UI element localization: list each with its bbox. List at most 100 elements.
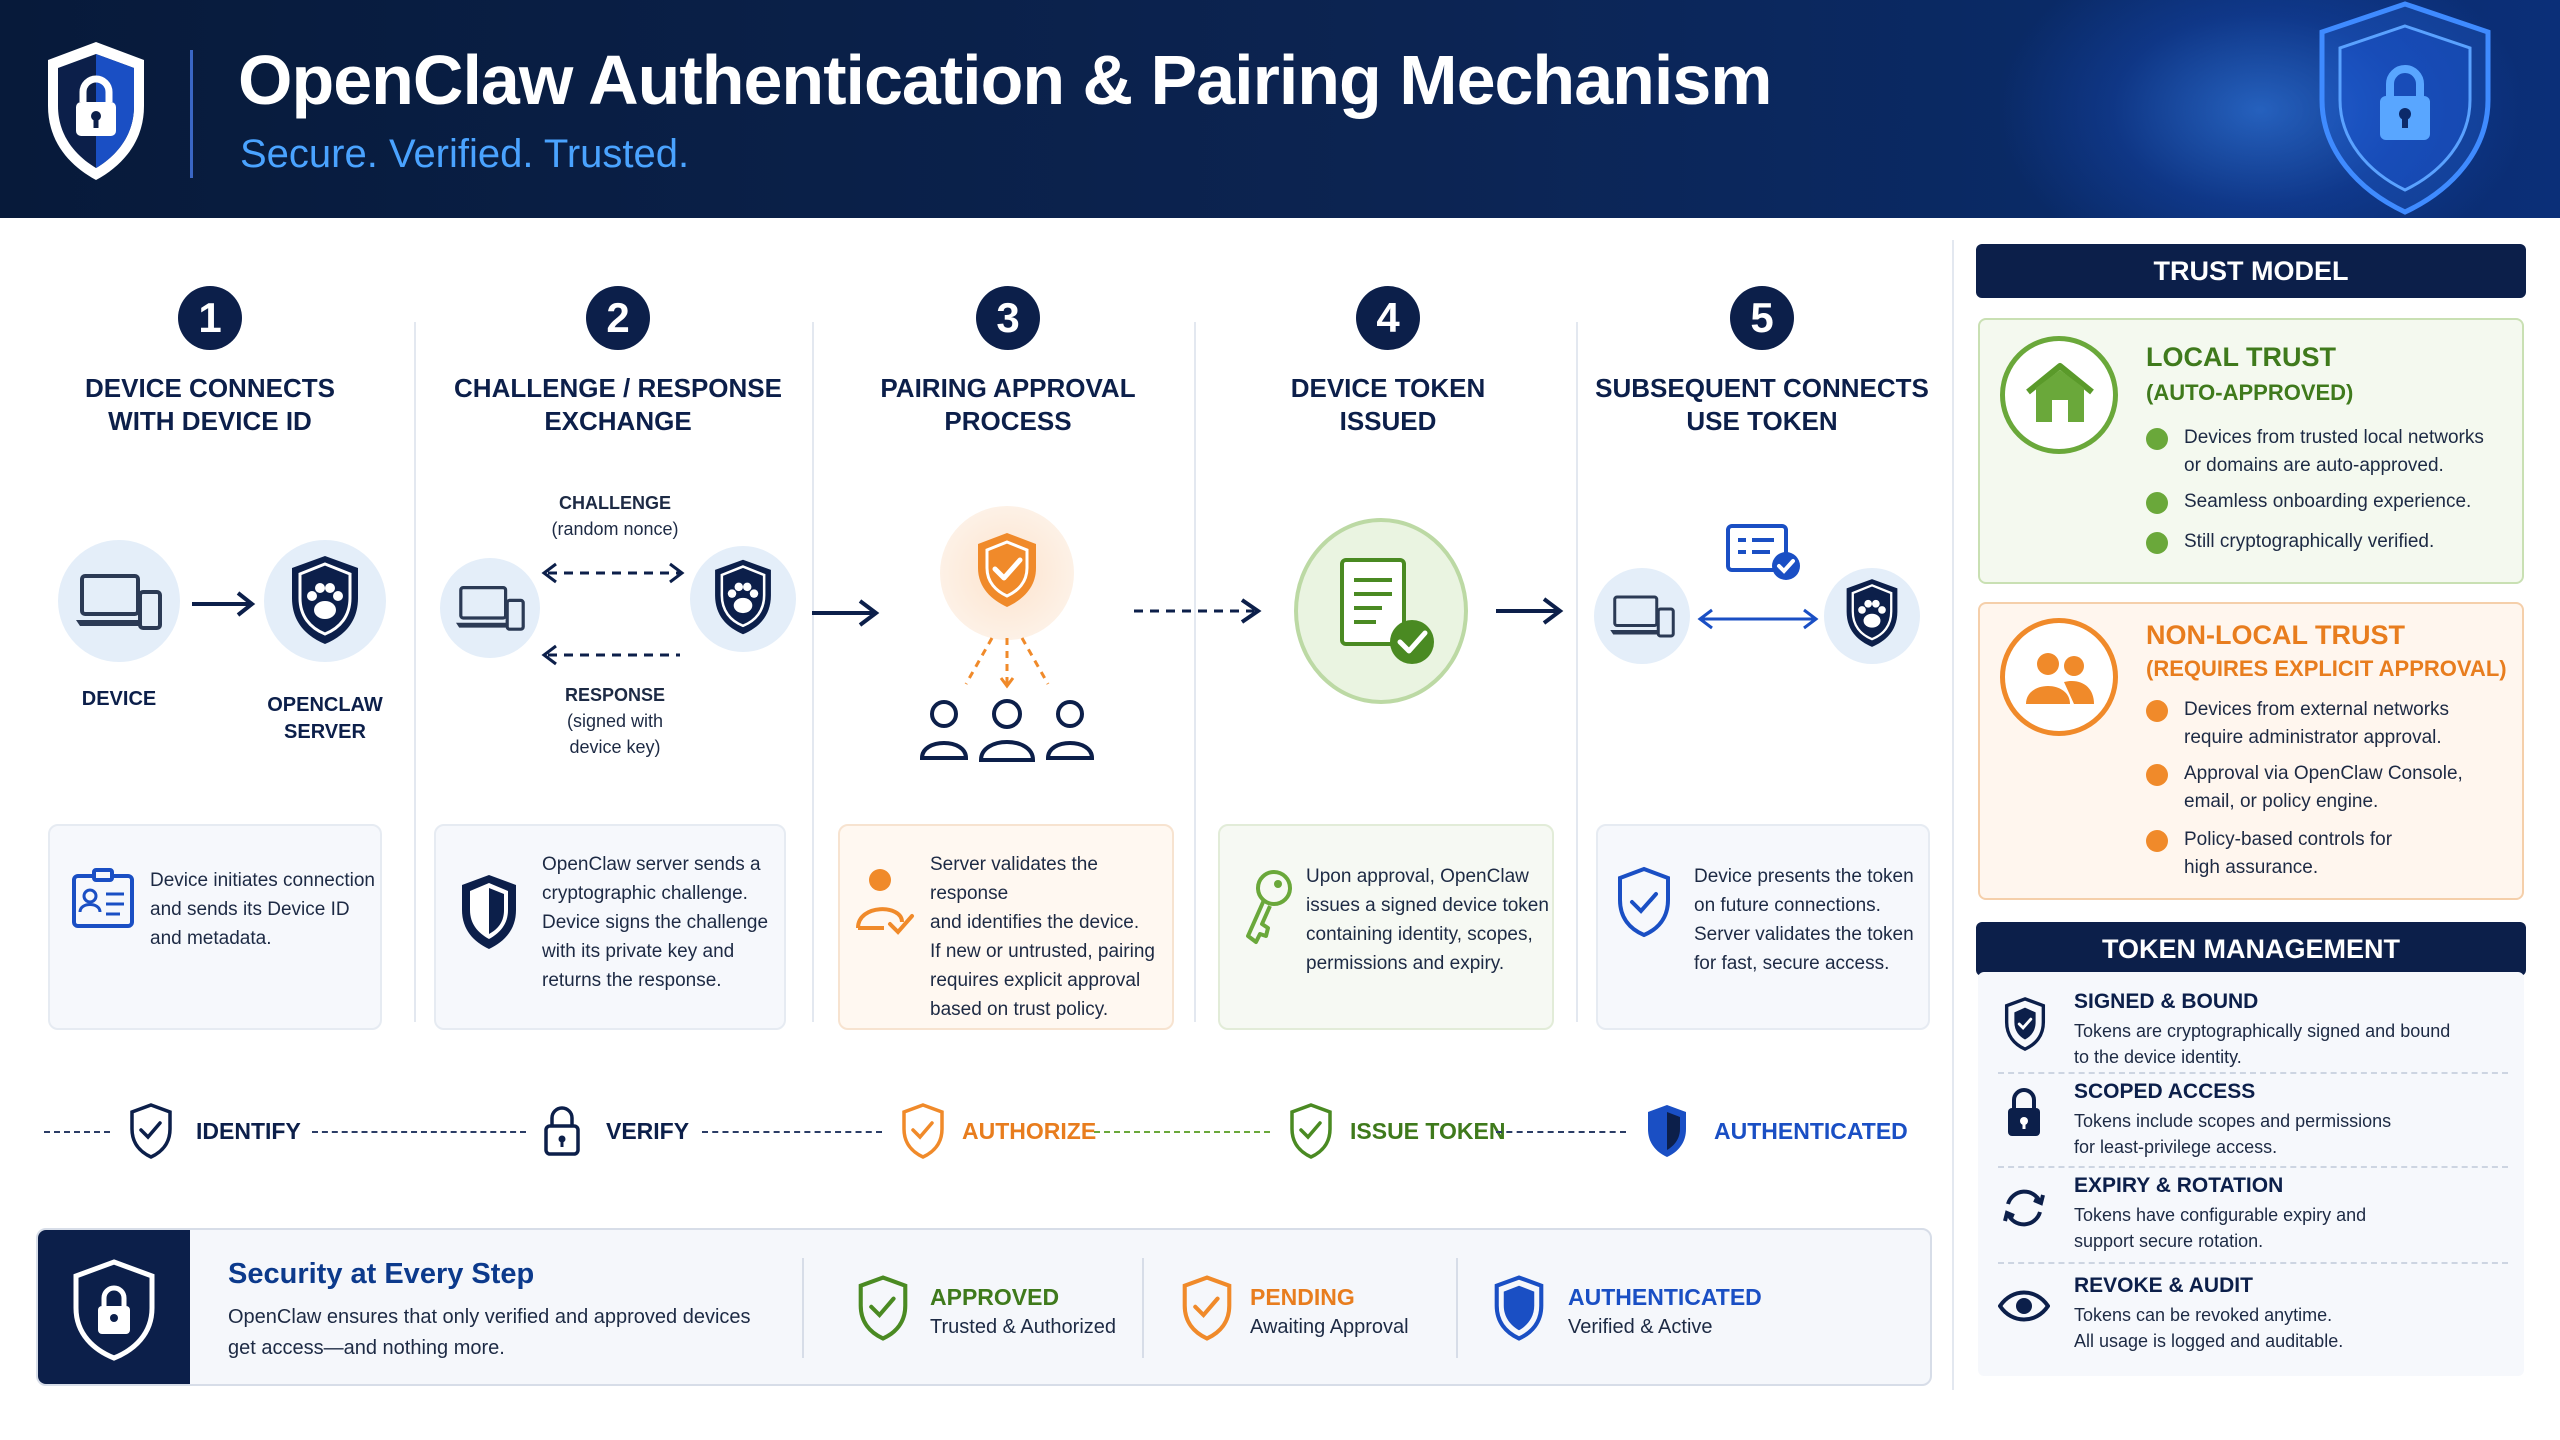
step-1-number: 1 bbox=[178, 286, 242, 350]
summary-separator bbox=[802, 1258, 804, 1358]
trust-model-heading: TRUST MODEL bbox=[1976, 244, 2526, 298]
status-pending-title: PENDING bbox=[1250, 1284, 1355, 1310]
local-trust-title: LOCAL TRUST bbox=[2146, 342, 2336, 372]
check-icon bbox=[2146, 428, 2168, 450]
arrow-right-icon bbox=[1496, 597, 1564, 625]
arrow-right-icon bbox=[192, 591, 256, 617]
challenge-label: CHALLENGE (random nonce) bbox=[526, 490, 704, 542]
status-pending-sub: Awaiting Approval bbox=[1250, 1316, 1409, 1338]
key-icon bbox=[1246, 870, 1292, 944]
stage-dash bbox=[312, 1131, 526, 1133]
token-item-title: EXPIRY & ROTATION bbox=[2074, 1174, 2284, 1197]
step-2-title: CHALLENGE / RESPONSE EXCHANGE bbox=[454, 373, 782, 436]
check-icon bbox=[2146, 532, 2168, 554]
local-trust-bullet: Devices from trusted local networks or d… bbox=[2146, 424, 2506, 480]
check-icon bbox=[2146, 700, 2168, 722]
nonlocal-trust-bullet-text: Policy-based controls for high assurance… bbox=[2184, 829, 2393, 878]
response-label: RESPONSE(signed with device key) bbox=[526, 682, 704, 760]
step-4-description: Upon approval, OpenClaw issues a signed … bbox=[1306, 866, 1549, 974]
step-5-description: Device presents the token on future conn… bbox=[1694, 866, 1914, 974]
step-1-card: Device initiates connection and sends it… bbox=[48, 824, 382, 1030]
orange-shield-check-icon bbox=[1182, 1275, 1232, 1341]
approval-dashed-lines bbox=[964, 637, 1050, 689]
step-2-description: OpenClaw server sends a cryptographic ch… bbox=[542, 854, 769, 991]
arrow-right-icon bbox=[812, 599, 880, 627]
security-summary-bar: Security at Every Step OpenClaw ensures … bbox=[36, 1228, 1932, 1386]
column-divider bbox=[1576, 322, 1578, 1022]
document-check-icon bbox=[1340, 558, 1434, 664]
step-1-title: DEVICE CONNECTS WITH DEVICE ID bbox=[85, 373, 335, 436]
stage-identify-label: IDENTIFY bbox=[196, 1117, 301, 1144]
nonlocal-trust-bullet: Approval via OpenClaw Console, email, or… bbox=[2146, 760, 2506, 816]
user-check-icon bbox=[856, 869, 914, 935]
stage-authenticated: AUTHENTICATED bbox=[1644, 1100, 1908, 1162]
header-banner: OpenClaw Authentication & Pairing Mechan… bbox=[0, 0, 2560, 218]
step-3-number: 3 bbox=[976, 286, 1040, 350]
summary-separator bbox=[1142, 1258, 1144, 1358]
stage-dash bbox=[1094, 1131, 1270, 1133]
local-trust-box: LOCAL TRUST (AUTO-APPROVED) Devices from… bbox=[1978, 318, 2524, 584]
local-trust-bullet-text: Devices from trusted local networks or d… bbox=[2184, 427, 2484, 476]
token-management-box: SIGNED & BOUND Tokens are cryptographica… bbox=[1978, 972, 2524, 1376]
dashed-arrow-left-icon bbox=[541, 562, 685, 584]
step-5-card: Device presents the token on future conn… bbox=[1596, 824, 1930, 1030]
stage-issue-token-label: ISSUE TOKEN bbox=[1350, 1117, 1506, 1144]
double-arrow-icon bbox=[1697, 608, 1819, 630]
column-divider bbox=[1194, 322, 1196, 1022]
step-3-card: Server validates the response and identi… bbox=[838, 824, 1174, 1030]
check-icon bbox=[2146, 764, 2168, 786]
stage-dash bbox=[702, 1131, 882, 1133]
paw-shield-icon bbox=[292, 556, 358, 644]
security-summary-title: Security at Every Step bbox=[228, 1258, 535, 1290]
sidebar-divider bbox=[1952, 240, 1954, 1390]
stage-issue-token: ISSUE TOKEN bbox=[1288, 1100, 1506, 1162]
laptop-phone-icon bbox=[456, 586, 525, 631]
status-authenticated-sub: Verified & Active bbox=[1568, 1316, 1713, 1338]
token-item-text: Tokens can be revoked anytime. All usage… bbox=[2074, 1305, 2344, 1351]
step-2-number: 2 bbox=[586, 286, 650, 350]
dashed-arrow-right-icon bbox=[1134, 598, 1262, 624]
header-divider bbox=[190, 50, 193, 178]
stage-dash bbox=[44, 1131, 110, 1133]
dashed-arrow-left-icon bbox=[541, 644, 680, 666]
token-item-text: Tokens have configurable expiry and supp… bbox=[2074, 1205, 2367, 1251]
challenge-title: CHALLENGE bbox=[559, 493, 671, 513]
local-trust-bullet-text: Seamless onboarding experience. bbox=[2184, 491, 2472, 512]
server-label: OPENCLAW SERVER bbox=[267, 694, 383, 743]
id-card-icon bbox=[72, 868, 134, 928]
lock-icon bbox=[2008, 1088, 2040, 1136]
security-summary-icon-panel bbox=[38, 1230, 190, 1384]
shield-check-icon bbox=[130, 1103, 172, 1159]
token-item-separator bbox=[1998, 1262, 2508, 1264]
paw-shield-icon bbox=[715, 559, 771, 635]
nonlocal-trust-bullet: Devices from external networks require a… bbox=[2146, 696, 2506, 752]
users-group-icon bbox=[919, 699, 1095, 762]
home-icon-circle bbox=[2000, 336, 2118, 454]
nonlocal-trust-sub: (REQUIRES EXPLICIT APPROVAL) bbox=[2146, 656, 2507, 681]
step-3-description: Server validates the response and identi… bbox=[930, 854, 1155, 1020]
orange-shield-check-icon bbox=[902, 1103, 944, 1159]
stage-authorize: AUTHORIZE bbox=[900, 1100, 1096, 1162]
step-5-title: SUBSEQUENT CONNECTS USE TOKEN bbox=[1595, 373, 1929, 436]
nonlocal-trust-bullet: Policy-based controls for high assurance… bbox=[2146, 826, 2506, 882]
home-icon bbox=[2026, 363, 2094, 422]
lock-icon bbox=[544, 1106, 580, 1156]
challenge-sub: (random nonce) bbox=[551, 519, 679, 539]
orange-shield-check-icon bbox=[978, 533, 1036, 607]
response-sub: (signed with device key) bbox=[566, 711, 664, 757]
stage-verify-label: VERIFY bbox=[606, 1117, 690, 1144]
status-approved-sub: Trusted & Authorized bbox=[930, 1316, 1117, 1338]
status-approved-title: APPROVED bbox=[930, 1284, 1060, 1310]
step-4-number: 4 bbox=[1356, 286, 1420, 350]
page-subtitle: Secure. Verified. Trusted. bbox=[240, 132, 690, 176]
stage-authenticated-label: AUTHENTICATED bbox=[1714, 1117, 1908, 1144]
shield-lock-icon bbox=[73, 1259, 155, 1361]
glowing-shield-lock-icon bbox=[2319, 1, 2491, 215]
local-trust-bullet-text: Still cryptographically verified. bbox=[2184, 531, 2435, 552]
summary-separator bbox=[1456, 1258, 1458, 1358]
step-1-description: Device initiates connection and sends it… bbox=[150, 870, 375, 949]
blue-shield-icon bbox=[1648, 1105, 1686, 1157]
blue-shield-icon bbox=[1494, 1275, 1544, 1341]
token-management-heading: TOKEN MANAGEMENT bbox=[1976, 922, 2526, 976]
local-trust-bullet: Still cryptographically verified. bbox=[2146, 528, 2506, 556]
